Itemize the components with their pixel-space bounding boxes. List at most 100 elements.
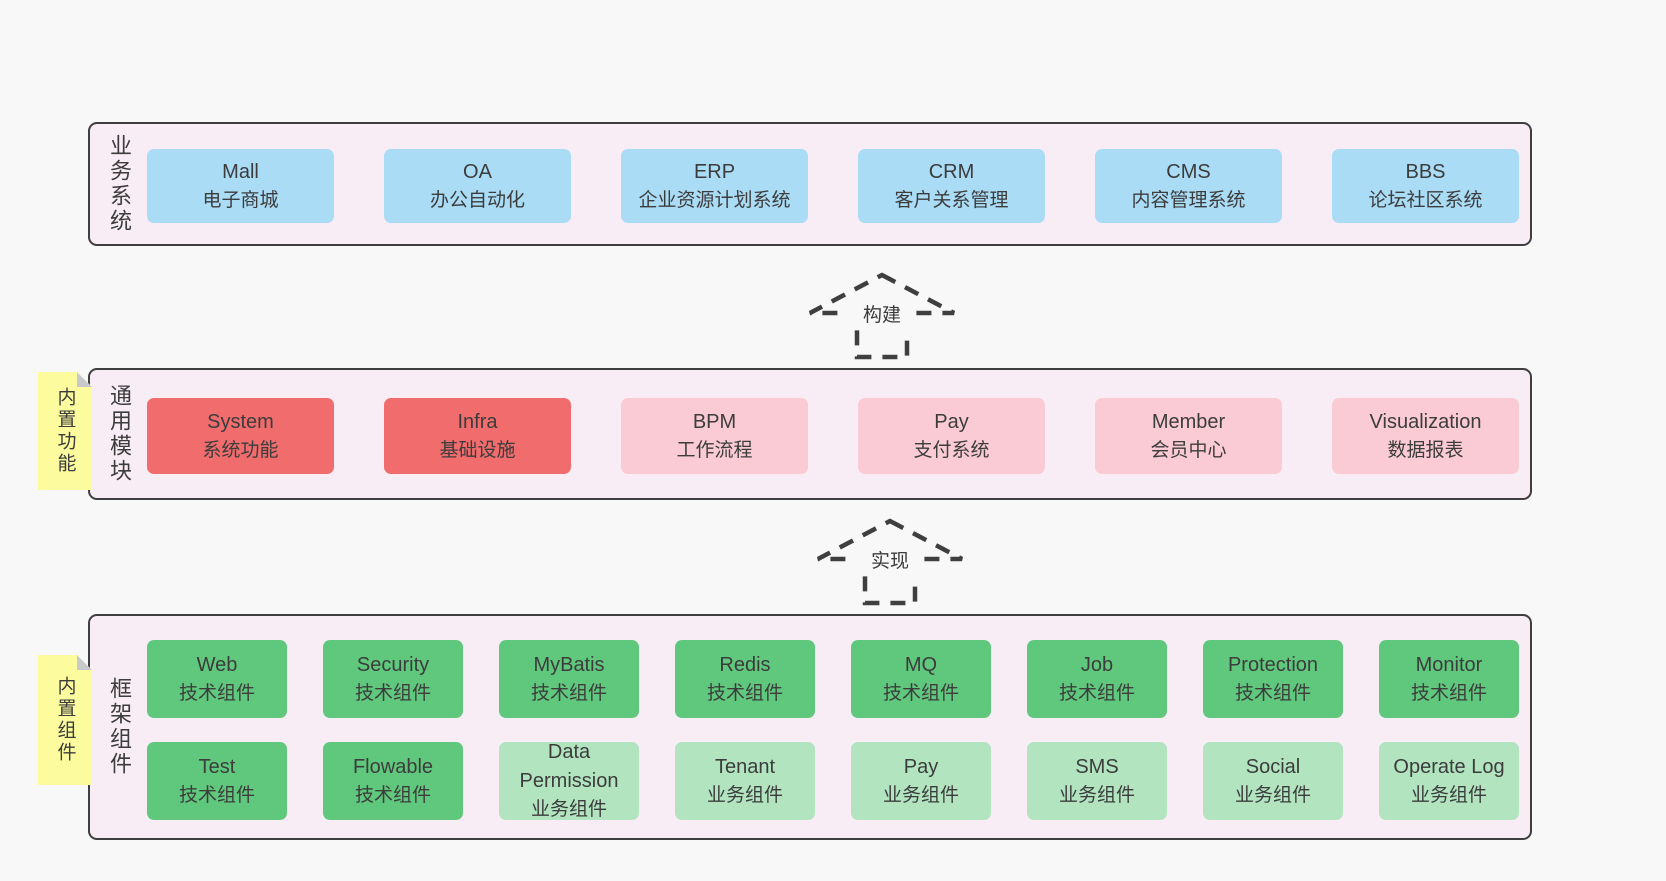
module-box: Pay 支付系统: [858, 398, 1045, 474]
arrow-label-backdrop: [856, 544, 924, 576]
module-box: Social 业务组件: [1203, 742, 1343, 820]
module-subtitle: 技术组件: [1058, 682, 1135, 704]
module-box: Member 会员中心: [1095, 398, 1282, 474]
module-box: ERP 企业资源计划系统: [621, 149, 808, 223]
module-title: MQ: [904, 653, 938, 676]
module-subtitle: 工作流程: [676, 439, 753, 461]
module-subtitle: 技术组件: [354, 682, 431, 704]
module-box: CRM 客户关系管理: [858, 149, 1045, 223]
module-subtitle: 支付系统: [913, 439, 990, 461]
arrow-build-icon: 构建: [808, 272, 956, 360]
module-title: Operate Log: [1393, 755, 1505, 778]
module-subtitle: 业务组件: [1058, 784, 1135, 806]
module-title: Infra: [457, 410, 498, 433]
module-title: Job: [1080, 653, 1114, 676]
module-subtitle: 技术组件: [706, 682, 783, 704]
module-title: Tenant: [714, 755, 776, 778]
arrow-outline: [808, 272, 956, 360]
module-title: Pay: [934, 410, 969, 433]
module-subtitle: 技术组件: [1234, 682, 1311, 704]
section-title: 框架组件: [107, 677, 132, 777]
module-box: Operate Log 业务组件: [1379, 742, 1519, 820]
module-title: Redis: [719, 653, 771, 676]
module-box: Test 技术组件: [147, 742, 287, 820]
module-subtitle: 技术组件: [354, 784, 431, 806]
module-title: BBS: [1405, 160, 1446, 183]
module-subtitle: 业务组件: [882, 784, 959, 806]
module-subtitle: 办公自动化: [429, 189, 525, 211]
module-title: Monitor: [1415, 653, 1483, 676]
module-box: Data Permission 业务组件: [499, 741, 639, 820]
module-box: Pay 业务组件: [851, 742, 991, 820]
module-subtitle: 内容管理系统: [1131, 189, 1246, 211]
module-subtitle: 系统功能: [202, 439, 279, 461]
module-title: Protection: [1227, 653, 1319, 676]
note-label: 内置功能: [54, 387, 76, 475]
module-box: System 系统功能: [147, 398, 334, 474]
module-subtitle: 企业资源计划系统: [638, 189, 791, 211]
module-box: Monitor 技术组件: [1379, 640, 1519, 718]
module-subtitle: 基础设施: [439, 439, 516, 461]
module-subtitle: 技术组件: [178, 682, 255, 704]
note-label: 内置组件: [54, 676, 76, 764]
sticky-note: 内置组件: [38, 655, 92, 785]
module-title: Web: [196, 653, 238, 676]
module-box: Protection 技术组件: [1203, 640, 1343, 718]
module-subtitle: 会员中心: [1150, 439, 1227, 461]
module-title: Member: [1151, 410, 1226, 433]
module-box: BPM 工作流程: [621, 398, 808, 474]
module-box: Visualization 数据报表: [1332, 398, 1519, 474]
module-title: Visualization: [1369, 410, 1482, 433]
section-title: 通用模块: [107, 384, 132, 484]
module-box: Web 技术组件: [147, 640, 287, 718]
module-box: Redis 技术组件: [675, 640, 815, 718]
arrow-outline: [816, 518, 964, 606]
module-box: MQ 技术组件: [851, 640, 991, 718]
module-title: System: [207, 410, 274, 433]
module-title: Security: [356, 653, 430, 676]
module-title: BPM: [692, 410, 737, 433]
module-subtitle: 技术组件: [530, 682, 607, 704]
module-box: CMS 内容管理系统: [1095, 149, 1282, 223]
module-box: MyBatis 技术组件: [499, 640, 639, 718]
module-title: MyBatis: [533, 653, 605, 676]
module-subtitle: 业务组件: [530, 799, 607, 821]
module-title: Social: [1245, 755, 1301, 778]
module-subtitle: 论坛社区系统: [1368, 189, 1483, 211]
module-box: Security 技术组件: [323, 640, 463, 718]
module-subtitle: 数据报表: [1387, 439, 1464, 461]
module-title: Pay: [903, 755, 939, 778]
arrow-label-backdrop: [848, 298, 916, 330]
module-title: ERP: [693, 160, 736, 183]
module-title: CMS: [1166, 160, 1211, 183]
module-box: Infra 基础设施: [384, 398, 571, 474]
module-box: Job 技术组件: [1027, 640, 1167, 718]
module-box: Flowable 技术组件: [323, 742, 463, 820]
sticky-note: 内置功能: [38, 372, 92, 490]
module-title: Mall: [222, 160, 259, 183]
module-subtitle: 业务组件: [706, 784, 783, 806]
arrow-label: 构建: [863, 304, 901, 326]
module-subtitle: 技术组件: [178, 784, 255, 806]
module-box: Mall 电子商城: [147, 149, 334, 223]
section-framework-components: 框架组件 Web 技术组件 Security 技术组件 MyBatis 技术组件 Redis 技…: [88, 614, 1532, 840]
module-title: CRM: [928, 160, 975, 183]
arrow-implement-icon: 实现: [816, 518, 964, 606]
module-box: BBS 论坛社区系统: [1332, 149, 1519, 223]
module-title: Data Permission: [519, 741, 619, 793]
module-title: SMS: [1075, 755, 1119, 778]
module-title: Flowable: [352, 755, 434, 778]
module-title: Test: [198, 755, 236, 778]
module-subtitle: 电子商城: [202, 189, 279, 211]
module-subtitle: 客户关系管理: [894, 189, 1009, 211]
module-subtitle: 技术组件: [1410, 682, 1487, 704]
module-subtitle: 业务组件: [1410, 784, 1487, 806]
module-box: Tenant 业务组件: [675, 742, 815, 820]
section-common-modules: 通用模块 System 系统功能 Infra 基础设施 BPM 工作流程 Pay 支付系统 Mem…: [88, 368, 1532, 500]
module-subtitle: 业务组件: [1234, 784, 1311, 806]
section-title: 业务系统: [107, 134, 132, 234]
module-subtitle: 技术组件: [882, 682, 959, 704]
